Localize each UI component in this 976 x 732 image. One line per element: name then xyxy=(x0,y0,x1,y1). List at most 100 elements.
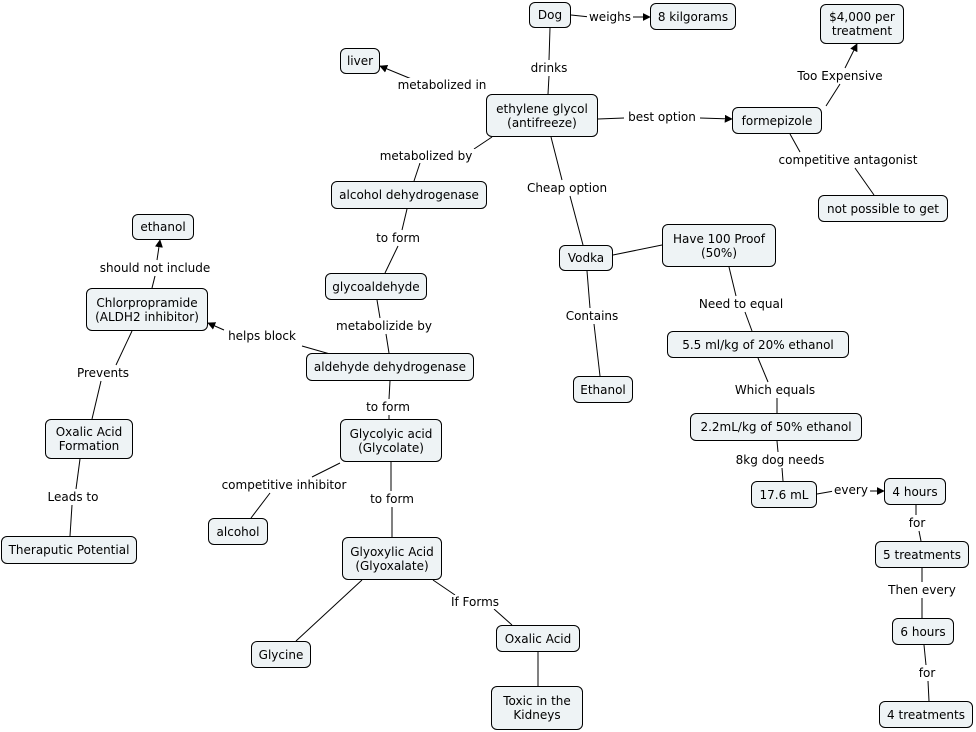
connector-prevents-b xyxy=(91,380,102,420)
concept-fomepizole[interactable]: formepizole xyxy=(732,107,822,134)
connector-metabolizide-by-a xyxy=(376,299,381,319)
concept-cost-per-treatment[interactable]: $4,000 per treatment xyxy=(820,4,904,44)
connector-helps-block-b xyxy=(207,322,225,331)
connector-drinks-a xyxy=(548,27,551,61)
connector-for-1-b xyxy=(918,530,922,542)
connector-vodka-proof xyxy=(612,244,663,256)
link-label-for-2: for xyxy=(916,666,938,680)
concept-alcohol[interactable]: alcohol xyxy=(208,518,268,545)
link-label-leads-to: Leads to xyxy=(45,490,101,504)
connector-cheap-option-b xyxy=(569,195,584,246)
link-label-prevents: Prevents xyxy=(74,366,132,380)
concept-liver[interactable]: liver xyxy=(340,48,380,74)
connector-competitive-inhibitor-a xyxy=(311,462,341,478)
connector-which-equals-a xyxy=(757,357,769,383)
connector-metabolized-by-a xyxy=(473,136,493,150)
concept-vodka[interactable]: Vodka xyxy=(559,245,613,271)
connector-cheap-option-a xyxy=(550,136,563,181)
link-label-helps-block: helps block xyxy=(226,329,298,343)
link-label-metabolized-by: metabolized by xyxy=(377,149,475,163)
link-label-for-1: for xyxy=(906,516,928,530)
connector-competitive-inhibitor-b xyxy=(250,492,271,519)
connector-if-forms-a xyxy=(432,579,456,596)
connector-dog-needs-a xyxy=(776,440,779,453)
concept-5-5-ml-per-kg[interactable]: 5.5 ml/kg of 20% ethanol xyxy=(667,331,849,358)
connector-leads-to-a xyxy=(75,458,81,490)
connector-weighs-a xyxy=(570,14,591,18)
connector-for-2-a xyxy=(923,644,927,666)
concept-4-hours[interactable]: 4 hours xyxy=(884,478,946,505)
concept-6-hours[interactable]: 6 hours xyxy=(892,618,954,645)
concept-5-treatments[interactable]: 5 treatments xyxy=(875,541,969,568)
link-label-contains: Contains xyxy=(563,309,621,323)
connector-should-not-include-b xyxy=(154,239,163,261)
connector-competitive-antagonist-a xyxy=(789,133,801,153)
connector-competitive-antagonist-b xyxy=(854,167,875,196)
link-label-best-option: best option xyxy=(626,110,698,124)
link-label-drinks: drinks xyxy=(528,61,570,75)
connector-contains-a xyxy=(586,270,591,309)
connector-to-form-1-b xyxy=(384,245,399,274)
concept-ethanol-top[interactable]: ethanol xyxy=(132,214,194,240)
concept-oxalic-acid[interactable]: Oxalic Acid xyxy=(496,625,580,652)
link-label-if-forms: If Forms xyxy=(448,595,502,609)
connector-glyoxylic-glycine xyxy=(295,579,363,642)
connector-if-forms-b xyxy=(493,608,513,626)
connector-drinks-b xyxy=(547,75,550,95)
concept-8-kilograms[interactable]: 8 kilgorams xyxy=(650,3,736,30)
link-label-to-form-2: to form xyxy=(364,400,412,414)
concept-aldehyde-dehydrogenase[interactable]: aldehyde dehydrogenase xyxy=(306,353,474,381)
link-label-need-to-equal: Need to equal xyxy=(696,297,786,311)
concept-not-possible-to-get[interactable]: not possible to get xyxy=(818,195,948,222)
link-label-competitive-inhibitor: competitive inhibitor xyxy=(219,478,349,492)
concept-100-proof[interactable]: Have 100 Proof (50%) xyxy=(662,224,776,267)
link-label-then-every: Then every xyxy=(886,583,958,597)
connector-contains-b xyxy=(593,323,601,377)
connector-leads-to-b xyxy=(69,504,73,537)
concept-chlorpropamide[interactable]: Chlorpropramide (ALDH2 inhibitor) xyxy=(86,288,208,331)
concept-glycine[interactable]: Glycine xyxy=(251,641,311,668)
connector-metabolized-by-b xyxy=(413,162,421,182)
connector-to-form-2-a xyxy=(388,380,391,400)
link-label-should-not-include: should not include xyxy=(97,261,213,275)
concept-alcohol-dehydrogenase[interactable]: alcohol dehydrogenase xyxy=(331,181,487,209)
link-label-too-expensive: Too Expensive xyxy=(795,69,885,83)
connector-best-option-a xyxy=(597,117,625,120)
concept-2-2-ml-per-kg[interactable]: 2.2mL/kg of 50% ethanol xyxy=(690,413,862,441)
concept-ethanol-vodka[interactable]: Ethanol xyxy=(573,376,633,403)
link-label-to-form-3: to form xyxy=(368,492,416,506)
link-label-8kg-dog-needs: 8kg dog needs xyxy=(733,453,827,467)
connector-to-form-1-a xyxy=(401,208,408,231)
link-label-metabolized-in: metabolized in xyxy=(395,78,489,92)
connector-prevents-a xyxy=(115,330,133,366)
concept-oxalic-acid-formation[interactable]: Oxalic Acid Formation xyxy=(45,419,133,459)
connector-need-to-equal-b xyxy=(744,311,753,332)
concept-17-6-ml[interactable]: 17.6 mL xyxy=(751,481,817,508)
concept-glycoaldehyde[interactable]: glycoaldehyde xyxy=(325,273,427,300)
concept-therapeutic-potential[interactable]: Theraputic Potential xyxy=(1,536,137,564)
connector-for-2-b xyxy=(927,680,930,702)
link-label-which-equals: Which equals xyxy=(732,383,818,397)
connector-helps-block-a xyxy=(301,345,331,355)
connector-every-a xyxy=(816,490,835,495)
connector-need-to-equal-a xyxy=(728,266,737,297)
concept-dog[interactable]: Dog xyxy=(529,2,571,28)
link-label-competitive-antagonist: competitive antagonist xyxy=(776,153,920,167)
concept-toxic-in-kidneys[interactable]: Toxic in the Kidneys xyxy=(491,686,583,730)
link-label-metabolizide-by: metabolizide by xyxy=(334,319,434,333)
connector-should-not-include-a xyxy=(151,275,156,289)
concept-4-treatments[interactable]: 4 treatments xyxy=(879,701,973,728)
concept-glycolic-acid[interactable]: Glycolyic acid (Glycolate) xyxy=(340,419,442,462)
connector-too-expensive-b xyxy=(844,43,858,69)
connector-dog-needs-b xyxy=(781,467,784,482)
link-label-every: every xyxy=(832,483,870,497)
link-label-cheap-option: Cheap option xyxy=(524,181,610,195)
connector-best-option-b xyxy=(699,114,733,123)
connector-metabolizide-by-b xyxy=(385,333,390,354)
concept-glyoxylic-acid[interactable]: Glyoxylic Acid (Glyoxalate) xyxy=(342,537,442,580)
link-label-to-form-1: to form xyxy=(374,231,422,245)
concept-ethylene-glycol[interactable]: ethylene glycol (antifreeze) xyxy=(486,94,598,137)
link-label-weighs: weighs xyxy=(586,10,634,24)
connector-metabolized-in-b xyxy=(379,65,415,81)
